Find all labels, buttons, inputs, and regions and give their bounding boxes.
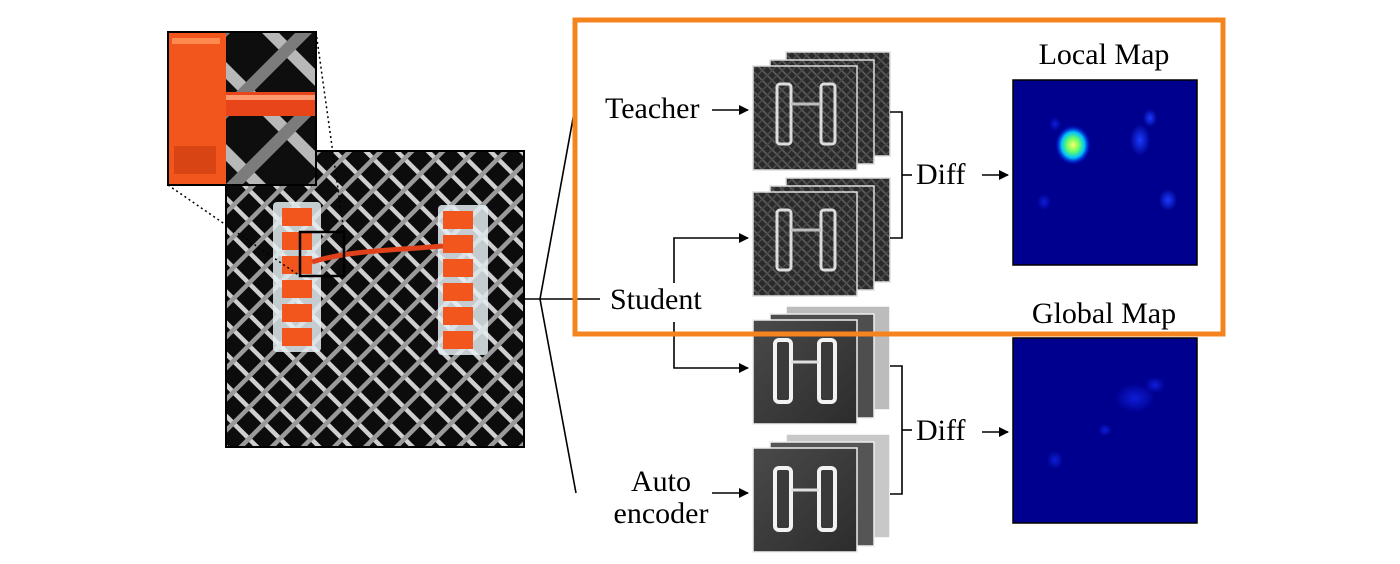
teacher-label: Teacher	[605, 92, 699, 126]
right-connector	[438, 205, 488, 355]
diff-label-bottom: Diff	[916, 414, 965, 448]
local-map-title: Local Map	[1004, 38, 1204, 72]
autoencoder-label-line2: encoder	[606, 497, 716, 531]
global-map-title: Global Map	[1000, 297, 1208, 331]
input-image	[226, 151, 524, 447]
diff-label-top: Diff	[916, 158, 965, 192]
teacher-feature-stack	[753, 52, 890, 170]
global-anomaly-map	[1013, 338, 1197, 523]
autoencoder-feature-stack	[753, 434, 890, 552]
local-anomaly-map	[1013, 80, 1197, 265]
student-local-feature-stack	[753, 178, 890, 296]
student-global-feature-stack	[753, 306, 890, 424]
autoencoder-label-line1: Auto	[621, 465, 701, 499]
student-label: Student	[608, 283, 704, 317]
